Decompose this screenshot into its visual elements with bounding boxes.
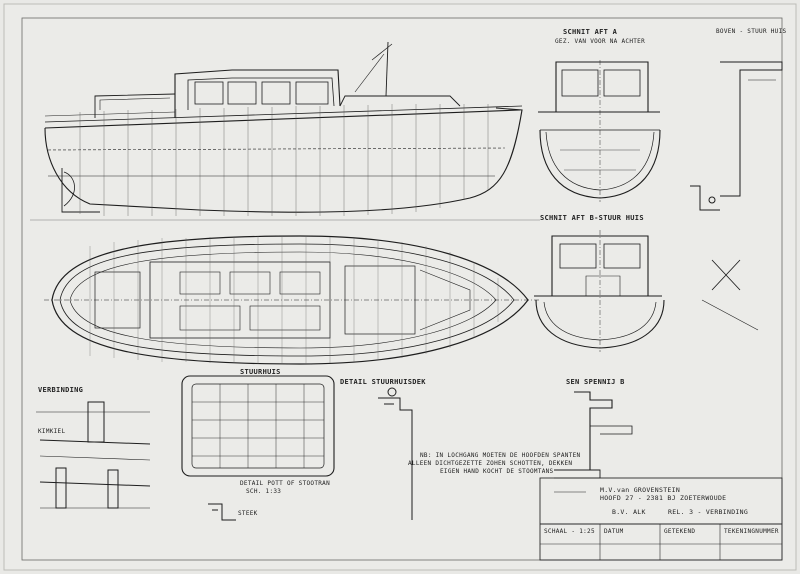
note-line-3: EIGEN HAND KOCHT DE STOOMTANS [440,468,554,475]
section-c-title: SEN SPENNIJ B [566,378,625,386]
date-label: DATUM [604,528,624,535]
detail-bottom-scale: SCH. 1:33 [246,488,282,495]
small-profile [208,503,236,521]
note-line-1: NB: IN LOCHGANG MOETEN DE HOOFDEN SPANTE… [420,452,581,459]
note-line-2: ALLEEN DICHTGEZETTE ZOHEN SCHOTTEN, DEKK… [408,460,573,467]
title-line-2: HOOFD 27 - 2381 BJ ZOETERWOUDE [600,494,727,502]
cross-bracket [701,259,759,331]
plan-title: STUURHUIS [240,368,281,376]
drawn-by-label: GETEKEND [664,528,696,535]
detail-bottom-title: DETAIL POTT OF STOOTRAN [240,480,330,487]
detail-box-title: DETAIL STUURHUISDEK [340,378,426,386]
station-lines [30,104,540,221]
stoomkiel-label: STEEK [238,510,258,517]
verbinding-title: VERBINDING [38,386,84,394]
section-b-title: SCHNIT AFT B-STUUR HUIS [540,214,644,222]
sheet-number-label: TEKENINGNUMMER [724,528,779,535]
kimkiel-label: KIMKIEL [38,428,66,435]
title-line-3: B.V. ALK [612,508,646,516]
bracket-detail [690,185,720,211]
drawing-frame [21,17,783,561]
side-profile [44,41,523,213]
section-a-subtitle: GEZ. VAN VOOR NA ACHTER [555,38,645,45]
title-line-4: REL. 3 - VERBINDING [668,508,749,516]
detail-deck-box [181,375,335,477]
deck-plan [44,235,540,365]
plan-frames [89,236,499,364]
sheet-border [3,3,797,571]
section-a-title: SCHNIT AFT A [563,28,618,36]
verbinding-detail [36,401,151,509]
cabin-top-title: BOVEN - STUUR HUIS [716,28,787,35]
title-block [539,477,783,561]
cabin-top-detail [720,61,783,197]
section-b [534,230,665,352]
scale-label: SCHAAL - 1:25 [544,528,595,535]
title-line-1: M.V.van GROVENSTEIN [600,486,681,494]
section-a [538,60,661,202]
stuurhuisdek-detail [378,387,413,520]
